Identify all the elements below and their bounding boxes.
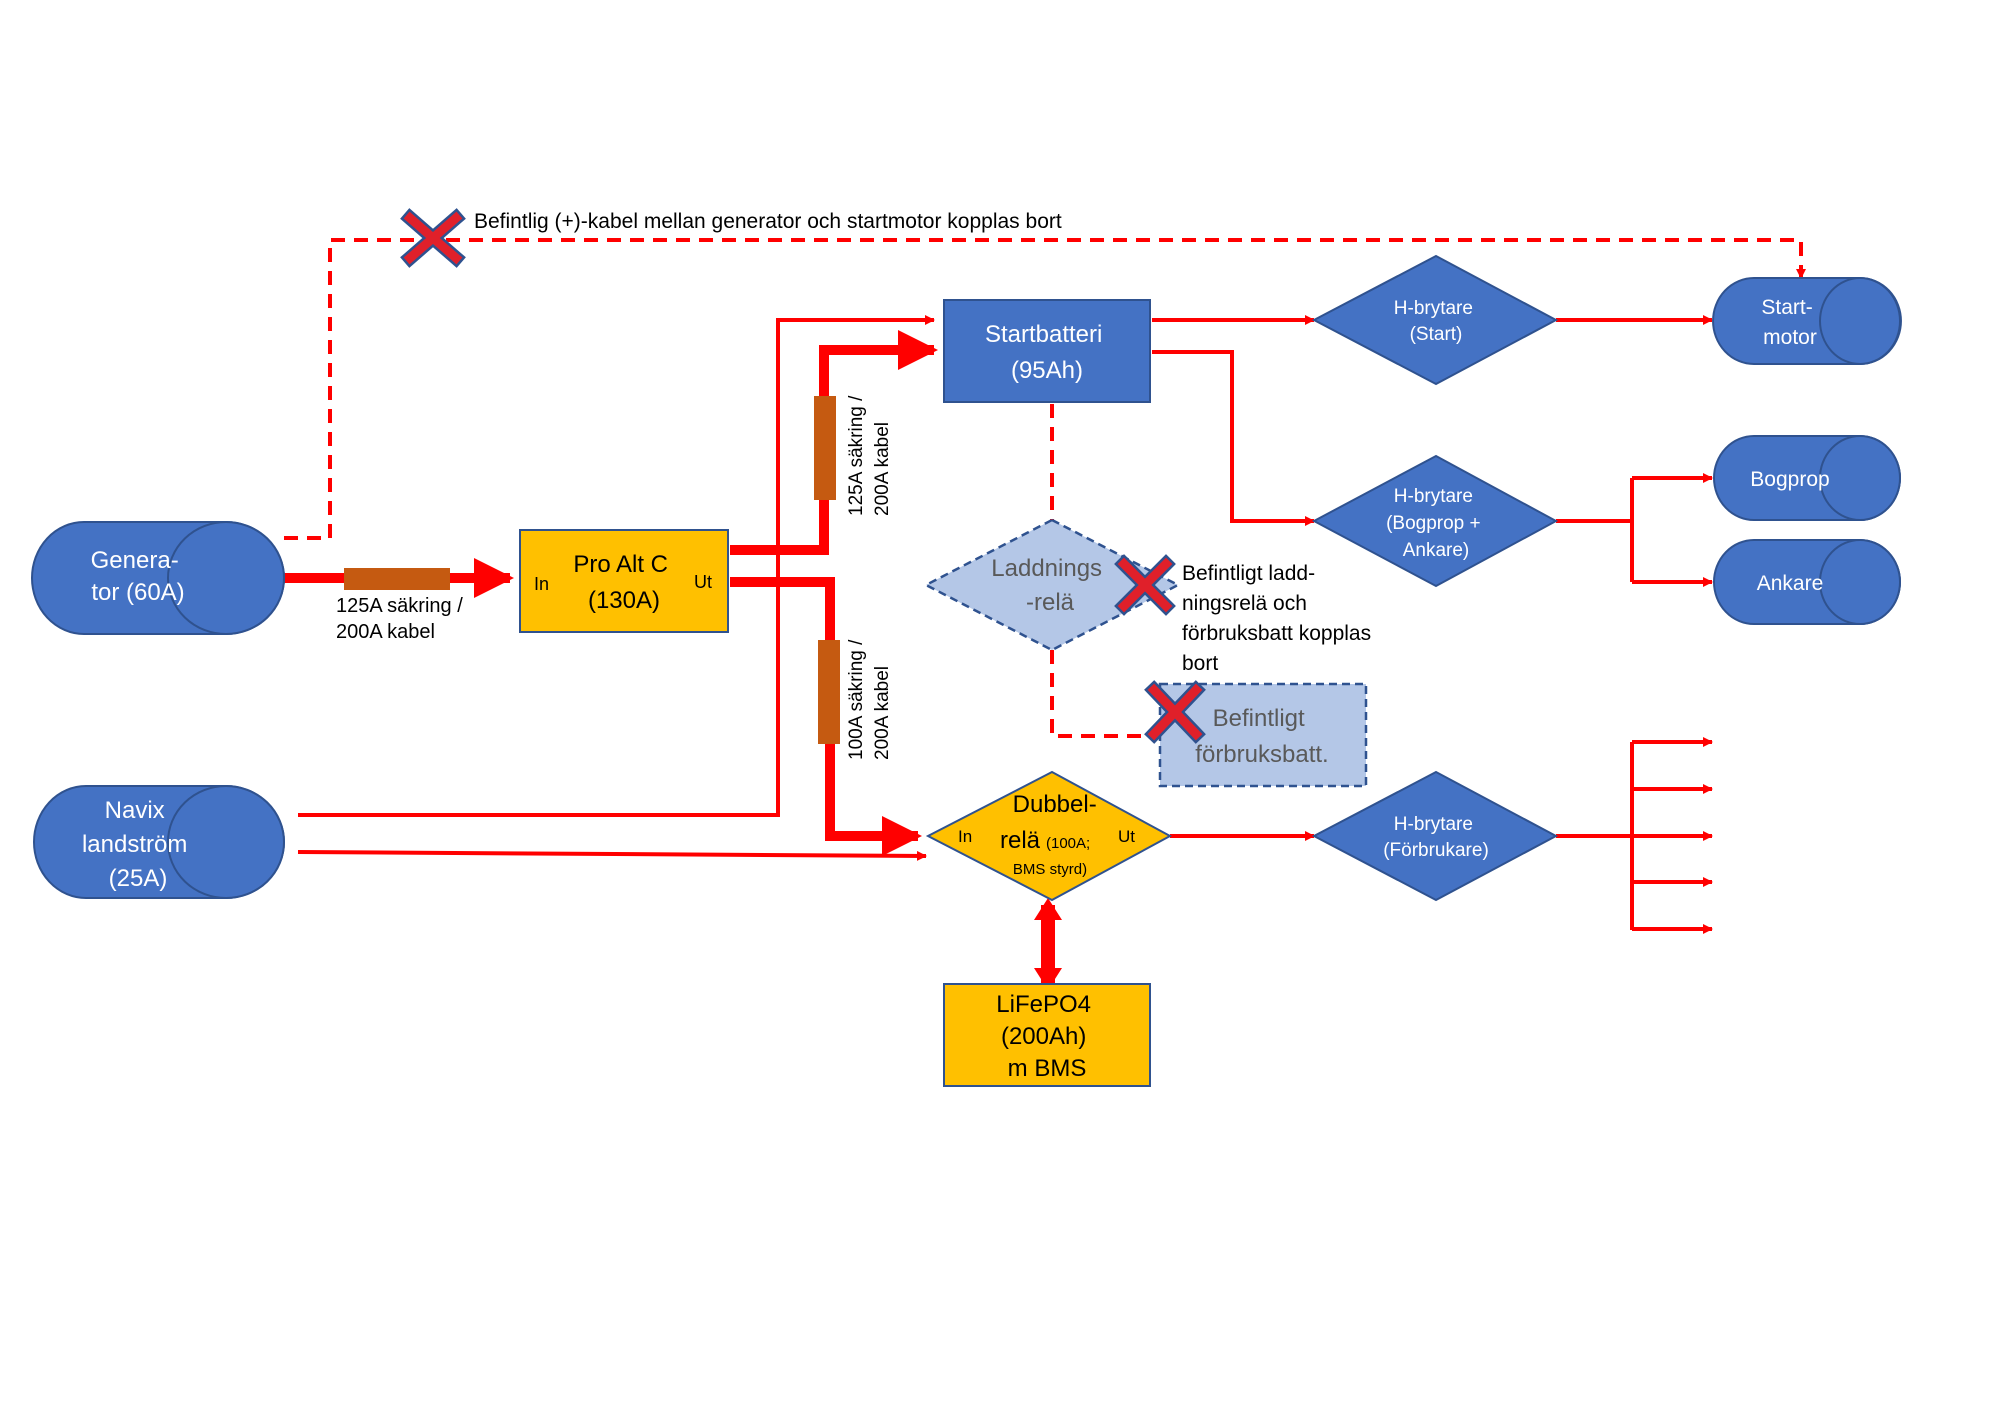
note-relay-removed: Befintligt ladd- ningsrelä och förbruksb… — [1182, 562, 1377, 675]
lifepo4-label: LiFePO4 (200Ah) m BMS — [996, 991, 1097, 1082]
cross-consumer-battery-icon — [1144, 680, 1206, 744]
dual-relay-out-label: Ut — [1118, 827, 1135, 846]
dual-relay-in-label: In — [958, 827, 972, 846]
note-top-cable-removed: Befintlig (+)-kabel mellan generator och… — [474, 210, 1062, 233]
consumer-battery-label: Befintligt förbruksbatt. — [1195, 705, 1328, 768]
fuse-start-battery — [814, 396, 836, 500]
switch-bow-label: H-brytare (Bogprop + Ankare) — [1386, 486, 1486, 561]
removed-wire-relay-consumerbattery — [1050, 650, 1160, 738]
cross-top-cable-icon — [400, 208, 466, 268]
fuse-start-battery-label: 125A säkring / 200A kabel — [846, 390, 893, 516]
start-motor-label: Start- motor — [1761, 296, 1818, 349]
fuse-dual-relay — [818, 640, 840, 744]
start-battery-node: Startbatteri (95Ah) — [943, 299, 1151, 403]
switch-start-label: H-brytare (Start) — [1394, 298, 1478, 345]
fuse-generator — [344, 568, 450, 590]
anchor-node: Ankare — [1713, 539, 1901, 625]
fuse-dual-relay-label: 100A säkring / 200A kabel — [846, 634, 893, 760]
generator-node: Genera- tor (60A) — [31, 521, 285, 635]
wire-shore-startbattery — [298, 315, 935, 817]
dual-relay-detail-a: (100A; — [1046, 835, 1090, 852]
arrowhead-up — [1034, 898, 1062, 920]
pro-alt-c-node: Pro Alt C (130A) In Ut — [519, 529, 729, 633]
wires — [284, 238, 1806, 990]
switch-consumers-node: H-brytare (Förbrukare) — [1311, 770, 1559, 902]
shore-power-node: Navix landström (25A) — [33, 785, 285, 899]
switch-start-node: H-brytare (Start) — [1311, 254, 1559, 386]
start-battery-label: Startbatteri (95Ah) — [985, 321, 1109, 384]
start-motor-node: Start- motor — [1712, 277, 1902, 365]
generator-label: Genera- tor (60A) — [91, 547, 186, 606]
bow-thruster-node: Bogprop — [1713, 435, 1901, 521]
shore-power-label: Navix landström (25A) — [82, 797, 194, 892]
arrowhead-down — [1034, 968, 1062, 990]
fuse-generator-label: 125A säkring / 200A kabel — [336, 595, 468, 643]
dual-relay-detail-b: BMS styrd) — [1013, 861, 1087, 878]
pro-alt-in-label: In — [534, 574, 549, 594]
dual-relay-label: Dubbel- relä — [1000, 791, 1103, 854]
wire-startbattery-switch-bow — [1152, 350, 1315, 526]
dual-relay-node: Dubbel- relä (100A; BMS styrd) In Ut — [925, 770, 1173, 902]
cross-charging-relay-icon — [1114, 554, 1176, 616]
pro-alt-c-label: Pro Alt C (130A) — [573, 551, 674, 614]
wire-shore-dualrelay — [297, 850, 927, 861]
charging-relay-label: Laddnings -relä — [991, 555, 1108, 616]
switch-consumers-label: H-brytare (Förbrukare) — [1383, 814, 1489, 861]
anchor-label: Ankare — [1757, 572, 1824, 595]
bow-thruster-label: Bogprop — [1750, 468, 1829, 491]
pro-alt-out-label: Ut — [694, 572, 712, 592]
fuses: 125A säkring / 200A kabel 125A säkring /… — [336, 390, 893, 760]
lifepo4-node: LiFePO4 (200Ah) m BMS — [943, 983, 1151, 1087]
switch-bow-node: H-brytare (Bogprop + Ankare) — [1311, 454, 1559, 588]
charging-relay-node: Laddnings -relä — [923, 518, 1181, 652]
removed-cable-generator-startmotor — [284, 238, 1806, 540]
